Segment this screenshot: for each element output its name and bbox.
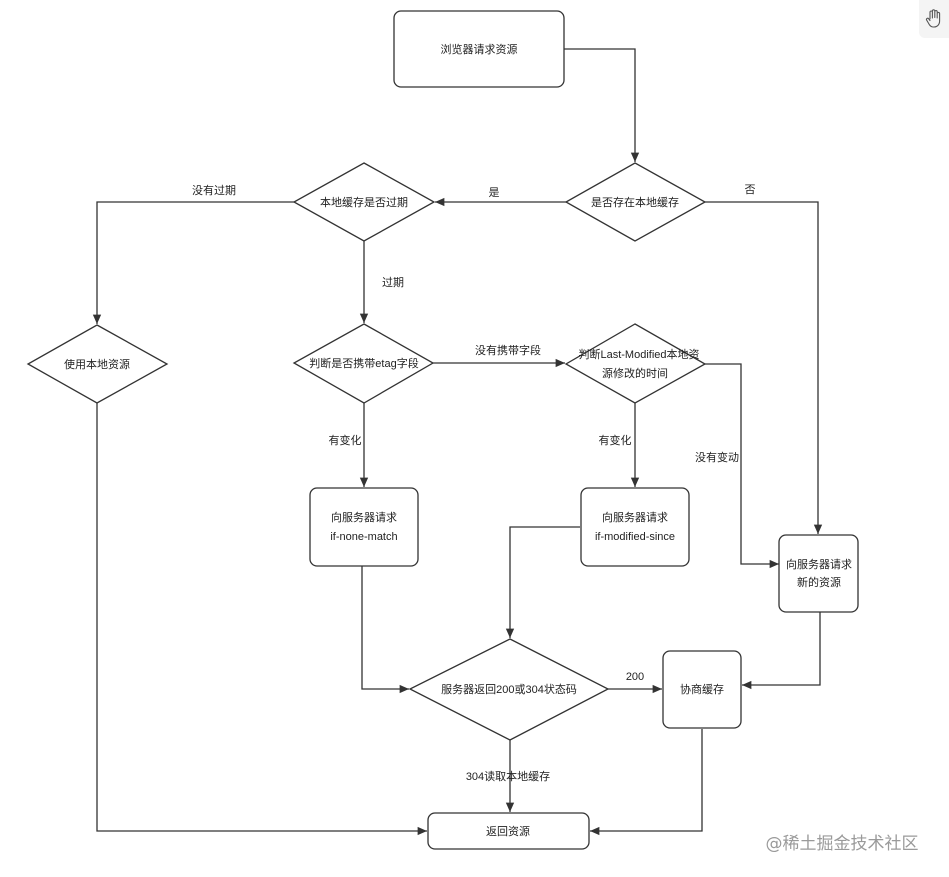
node-browser-request: 浏览器请求资源: [393, 10, 565, 88]
hand-icon: [925, 9, 941, 28]
svg-text:向服务器请求: 向服务器请求: [331, 510, 397, 524]
svg-text:本地缓存是否过期: 本地缓存是否过期: [320, 195, 408, 209]
node-check-etag: 判断是否携带etag字段: [292, 323, 435, 404]
node-check-last-modified: 判断Last-Modified本地资 源修改的时间: [564, 323, 707, 404]
svg-text:判断Last-Modified本地资: 判断Last-Modified本地资: [578, 347, 699, 361]
svg-text:if-none-match: if-none-match: [330, 531, 397, 543]
svg-text:是否存在本地缓存: 是否存在本地缓存: [591, 195, 679, 209]
edge-browser-to-cache-exists: [564, 48, 640, 162]
edge-label-yes: 是: [489, 186, 500, 199]
svg-text:返回资源: 返回资源: [486, 824, 530, 838]
node-use-local: 使用本地资源: [26, 324, 169, 404]
edge-label-no: 否: [745, 184, 756, 196]
edge-label-no-field: 没有携带字段: [475, 343, 541, 357]
edge-nonematch-to-status: [361, 566, 409, 694]
edge-negotiate-to-return: [590, 729, 703, 836]
edge-modsince-to-status: [505, 526, 580, 638]
svg-text:判断是否携带etag字段: 判断是否携带etag字段: [309, 356, 418, 370]
svg-text:if-modified-since: if-modified-since: [595, 531, 675, 543]
svg-text:浏览器请求资源: 浏览器请求资源: [441, 42, 518, 56]
edge-label-not-expired: 没有过期: [192, 183, 236, 197]
svg-text:向服务器请求: 向服务器请求: [786, 557, 852, 571]
edge-label-unchanged: 没有变动: [695, 450, 739, 464]
watermark: @稀土掘金技术社区: [766, 834, 919, 854]
node-cache-exists: 是否存在本地缓存: [564, 162, 707, 242]
edge-local-to-return: [96, 403, 427, 836]
node-return-resource: 返回资源: [427, 812, 590, 850]
edge-label-changed-lastmod: 有变化: [599, 433, 632, 447]
node-server-status: 服务器返回200或304状态码: [408, 638, 610, 741]
node-cache-expired: 本地缓存是否过期: [292, 162, 436, 242]
edge-newres-to-negotiate: [742, 612, 821, 690]
edge-label-expired: 过期: [382, 276, 404, 289]
svg-text:向服务器请求: 向服务器请求: [602, 510, 668, 524]
node-negotiate-cache: 协商缓存: [662, 650, 742, 729]
edge-label-200: 200: [626, 671, 644, 683]
edge-not-expired: [92, 201, 294, 324]
svg-text:服务器返回200或304状态码: 服务器返回200或304状态码: [441, 682, 577, 696]
svg-text:协商缓存: 协商缓存: [680, 682, 724, 696]
svg-text:源修改的时间: 源修改的时间: [602, 366, 668, 380]
node-request-new-resource: 向服务器请求 新的资源: [778, 534, 859, 613]
edge-cache-exists-no: [705, 201, 823, 534]
edge-lastmod-unchanged: [705, 363, 779, 569]
svg-text:使用本地资源: 使用本地资源: [64, 357, 130, 371]
node-request-if-modified-since: 向服务器请求 if-modified-since: [580, 487, 690, 567]
edge-label-changed-etag: 有变化: [329, 433, 362, 447]
pan-tool-button[interactable]: [919, 0, 949, 38]
svg-text:新的资源: 新的资源: [797, 575, 841, 589]
node-request-if-none-match: 向服务器请求 if-none-match: [309, 487, 419, 567]
edge-label-304: 304读取本地缓存: [466, 769, 550, 783]
